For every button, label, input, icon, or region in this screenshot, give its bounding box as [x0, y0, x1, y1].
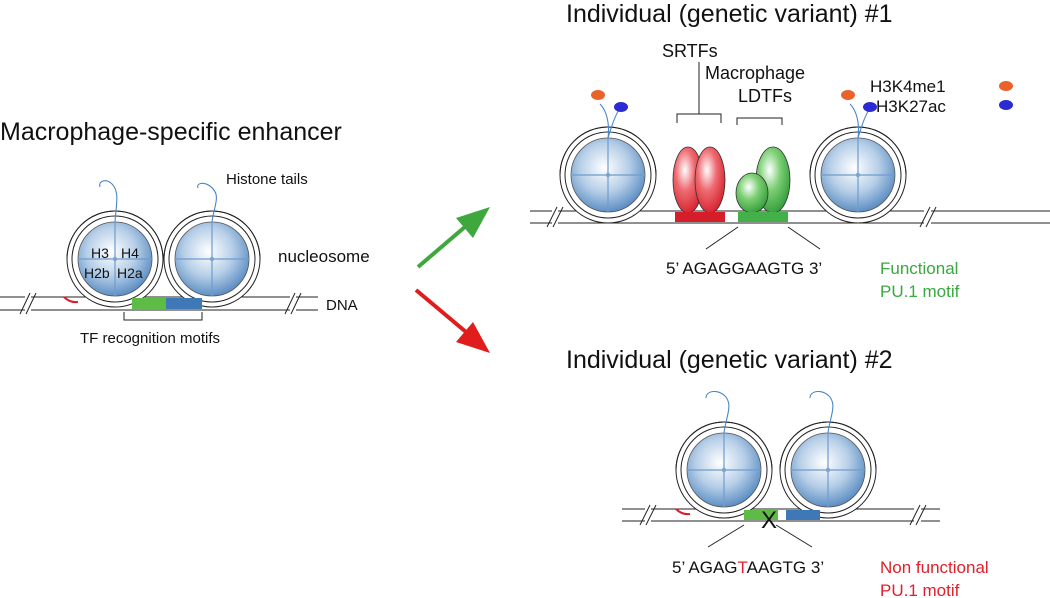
variant1-status-line2: PU.1 motif [880, 282, 960, 301]
nucleosome-icon [559, 126, 907, 224]
dna-strand-icon [622, 504, 940, 526]
ldtfs-label: LDTFs [738, 86, 792, 106]
legend-h3k4me1-swatch [999, 81, 1013, 91]
histone-tails-label: Histone tails [226, 171, 308, 188]
motif-green-bar [738, 212, 788, 222]
variant1-title: Individual (genetic variant) #1 [566, 0, 893, 28]
left-title: Macrophage-specific enhancer [0, 118, 342, 146]
motif-blue-bar [786, 510, 820, 520]
histone-tail-icon [99, 180, 217, 223]
motif-green-bar [744, 510, 778, 520]
histone-h3-label: H3 [91, 245, 109, 261]
nucleosome-icon [675, 421, 877, 519]
variant1-sequence: 5’ AGAGGAAGTG 3’ [666, 259, 822, 278]
motif-bracket [123, 312, 203, 321]
arrow-up-icon [416, 207, 490, 269]
seq-mutation: T [738, 558, 748, 577]
srtfs-bracket [676, 62, 722, 123]
sequence-pointer [705, 226, 739, 250]
histone-h2a-label: H2a [117, 265, 143, 281]
sequence-pointer [707, 524, 745, 548]
dna-strand-icon [0, 292, 318, 315]
arrow-down-icon [414, 288, 490, 353]
motif-red-bar [675, 212, 725, 222]
srtf-protein [672, 146, 726, 214]
legend-h3k27ac-swatch [999, 100, 1013, 110]
red-motif-tick [675, 508, 691, 516]
red-motif-tick [63, 296, 79, 304]
variant2-title: Individual (genetic variant) #2 [566, 346, 893, 374]
motif-green-bar [132, 298, 166, 309]
ldtf-protein [735, 146, 791, 214]
h3k27ac-mark [863, 102, 877, 112]
mutation-mark: X [761, 507, 777, 534]
variant1-status-line1: Functional [880, 259, 958, 278]
h3k27ac-mark [614, 102, 628, 112]
sequence-pointer [787, 226, 821, 250]
histone-tail-icon [705, 390, 834, 434]
seq-suffix: AAGTG 3’ [747, 558, 824, 577]
variant2-status-line1: Non functional [880, 558, 989, 577]
macrophage-label: Macrophage [705, 63, 805, 83]
histone-tail-icon [599, 103, 871, 139]
histone-h4-label: H4 [121, 245, 139, 261]
tf-motifs-label: TF recognition motifs [80, 330, 220, 347]
seq-prefix: 5’ AGAG [672, 558, 738, 577]
nucleosome-label: nucleosome [278, 247, 370, 266]
legend-h3k27ac-label: H3K27ac [876, 97, 946, 116]
h3k4me1-mark [591, 90, 605, 100]
srtfs-label: SRTFs [662, 41, 718, 61]
h3k4me1-mark [841, 90, 855, 100]
sequence-pointer [775, 524, 813, 548]
histone-h2b-label: H2b [84, 265, 110, 281]
motif-blue-bar [166, 298, 202, 309]
dna-label: DNA [326, 297, 358, 314]
variant2-sequence: 5’ AGAGTAAGTG 3’ [672, 558, 824, 577]
ldtfs-bracket [736, 117, 783, 125]
legend-h3k4me1-label: H3K4me1 [870, 77, 946, 96]
variant2-status-line2: PU.1 motif [880, 581, 960, 598]
